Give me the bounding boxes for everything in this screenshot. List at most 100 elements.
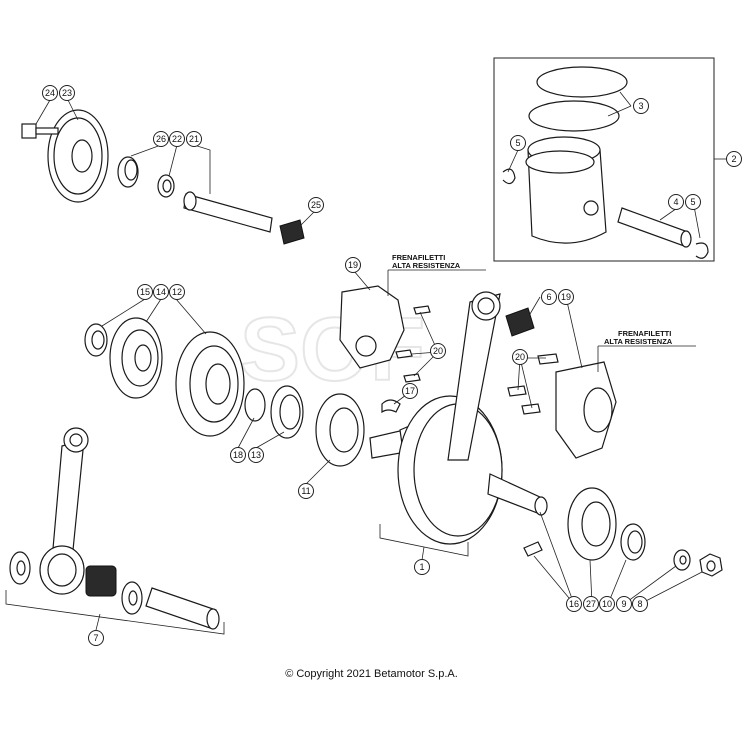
- callout-1: 1: [414, 559, 430, 575]
- callout-20b: 20: [512, 349, 528, 365]
- piston-ring-lower: [528, 100, 620, 132]
- svg-text:27: 27: [586, 599, 596, 609]
- note-right-line2: ALTA RESISTENZA: [604, 337, 673, 346]
- callout-8: 8: [632, 596, 648, 612]
- svg-text:5: 5: [515, 138, 520, 148]
- connecting-rod: [447, 291, 501, 461]
- note-left: FRENAFILETTI ALTA RESISTENZA: [392, 253, 461, 270]
- callout-17: 17: [402, 383, 418, 399]
- svg-text:19: 19: [348, 260, 358, 270]
- nut-8: [699, 553, 723, 577]
- conrod-kit-washer-left: [9, 551, 31, 585]
- copyright-notice: © Copyright 2021 Betamotor S.p.A.: [285, 668, 458, 680]
- key-16: [523, 541, 543, 557]
- svg-text:10: 10: [602, 599, 612, 609]
- svg-text:9: 9: [621, 599, 626, 609]
- oil-pump-cover-right: [555, 361, 617, 459]
- callout-12: 12: [169, 284, 185, 300]
- note-left-line1: FRENAFILETTI: [392, 253, 445, 262]
- callout-23: 23: [59, 85, 75, 101]
- piston-pin: [617, 207, 692, 248]
- gear-14: [109, 317, 163, 399]
- screws-20-left: [395, 305, 431, 383]
- svg-text:18: 18: [233, 450, 243, 460]
- callout-2: 2: [726, 151, 742, 167]
- callout-15: 15: [137, 284, 153, 300]
- callout-13: 13: [248, 447, 264, 463]
- callout-20a: 20: [430, 343, 446, 359]
- piston-ring-upper: [536, 66, 628, 98]
- callout-10: 10: [599, 596, 615, 612]
- svg-text:8: 8: [637, 599, 642, 609]
- callout-21: 21: [186, 131, 202, 147]
- callout-22: 22: [169, 131, 185, 147]
- svg-text:23: 23: [62, 88, 72, 98]
- svg-text:1: 1: [419, 562, 424, 572]
- piston: [525, 136, 607, 244]
- balancer-shaft: [183, 191, 273, 233]
- note-left-line2: ALTA RESISTENZA: [392, 261, 461, 270]
- callout-4: 4: [668, 194, 684, 210]
- svg-text:13: 13: [251, 450, 261, 460]
- svg-text:5: 5: [690, 197, 695, 207]
- piston-kit-box: [493, 57, 715, 262]
- note-right-line1: FRENAFILETTI: [618, 329, 671, 338]
- bearing-26: [117, 156, 139, 188]
- svg-text:15: 15: [140, 287, 150, 297]
- screws-20-right: [507, 353, 559, 415]
- callout-11: 11: [298, 483, 314, 499]
- svg-text:21: 21: [189, 134, 199, 144]
- svg-text:16: 16: [569, 599, 579, 609]
- balancer-gear: [47, 109, 109, 203]
- svg-text:24: 24: [45, 88, 55, 98]
- callout-6: 6: [541, 289, 557, 305]
- needle-bearing-25: [279, 219, 305, 245]
- svg-text:19: 19: [561, 292, 571, 302]
- svg-text:12: 12: [172, 287, 182, 297]
- seal-10: [620, 523, 646, 561]
- svg-text:20: 20: [433, 346, 443, 356]
- callout-26: 26: [153, 131, 169, 147]
- washer-9: [673, 549, 691, 571]
- svg-text:3: 3: [638, 101, 643, 111]
- callout-19a: 19: [345, 257, 361, 273]
- circlip-left: [502, 168, 516, 185]
- balancer-bolt: [21, 123, 59, 139]
- svg-text:6: 6: [546, 292, 551, 302]
- callout-27: 27: [583, 596, 599, 612]
- conrod-kit-bracket: [5, 590, 225, 635]
- svg-text:25: 25: [311, 200, 321, 210]
- svg-text:14: 14: [156, 287, 166, 297]
- callout-14: 14: [153, 284, 169, 300]
- svg-text:26: 26: [156, 134, 166, 144]
- callout-5b: 5: [685, 194, 701, 210]
- crankshaft: [369, 395, 548, 545]
- svg-text:4: 4: [673, 197, 678, 207]
- callout-3: 3: [633, 98, 649, 114]
- callout-24: 24: [42, 85, 58, 101]
- bearing-27: [567, 487, 617, 561]
- callout-18: 18: [230, 447, 246, 463]
- oring-18: [244, 388, 266, 422]
- note-right: FRENAFILETTI ALTA RESISTENZA: [604, 329, 673, 346]
- small-end-bearing-6: [505, 307, 535, 337]
- seal-13: [270, 385, 304, 439]
- oil-pump-cover-left: [339, 285, 405, 369]
- conrod-kit-pin: [145, 587, 220, 630]
- main-bearing-11: [315, 393, 365, 467]
- svg-text:20: 20: [515, 352, 525, 362]
- callout-9: 9: [616, 596, 632, 612]
- gear-12: [175, 331, 245, 437]
- spacer-22: [157, 174, 175, 198]
- conrod-kit-bearing: [85, 565, 117, 597]
- conrod-kit-rod: [39, 427, 89, 595]
- svg-text:7: 7: [93, 633, 98, 643]
- callout-19b: 19: [558, 289, 574, 305]
- washer-15: [84, 323, 108, 357]
- callout-7: 7: [88, 630, 104, 646]
- svg-text:17: 17: [405, 386, 415, 396]
- callout-16: 16: [566, 596, 582, 612]
- svg-text:22: 22: [172, 134, 182, 144]
